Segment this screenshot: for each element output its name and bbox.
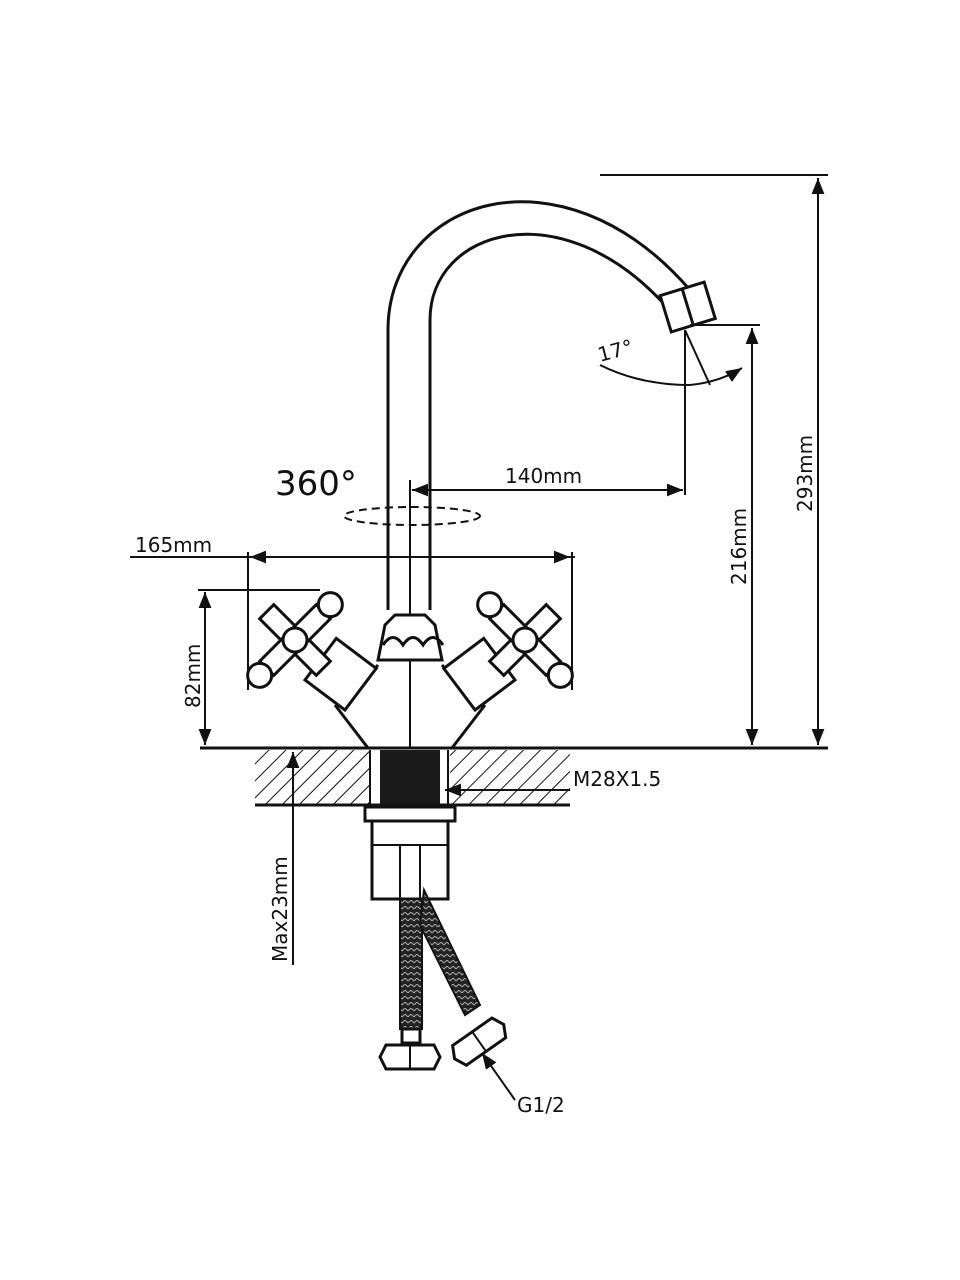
reach-label: 140mm	[505, 464, 582, 488]
mounting-nut	[363, 805, 457, 901]
flexible-hoses	[378, 886, 508, 1071]
right-cross-handle	[476, 591, 574, 689]
handle-span-label: 165mm	[135, 533, 212, 557]
rotation-label: 360°	[275, 464, 357, 504]
aerator-angle-label: 17°	[595, 334, 635, 366]
left-cross-handle	[246, 591, 344, 689]
aerator	[658, 280, 718, 334]
thread-label: M28X1.5	[573, 767, 661, 791]
hose-connection-label: G1/2	[517, 1093, 565, 1117]
max-thickness-label: Max23mm	[268, 856, 292, 962]
outlet-height-label: 216mm	[727, 508, 751, 585]
faucet-body	[246, 591, 574, 749]
total-height-label: 293mm	[793, 435, 817, 512]
dimension-lines	[130, 174, 828, 1101]
countertop-section	[200, 746, 828, 807]
body-height-label: 82mm	[181, 644, 205, 708]
